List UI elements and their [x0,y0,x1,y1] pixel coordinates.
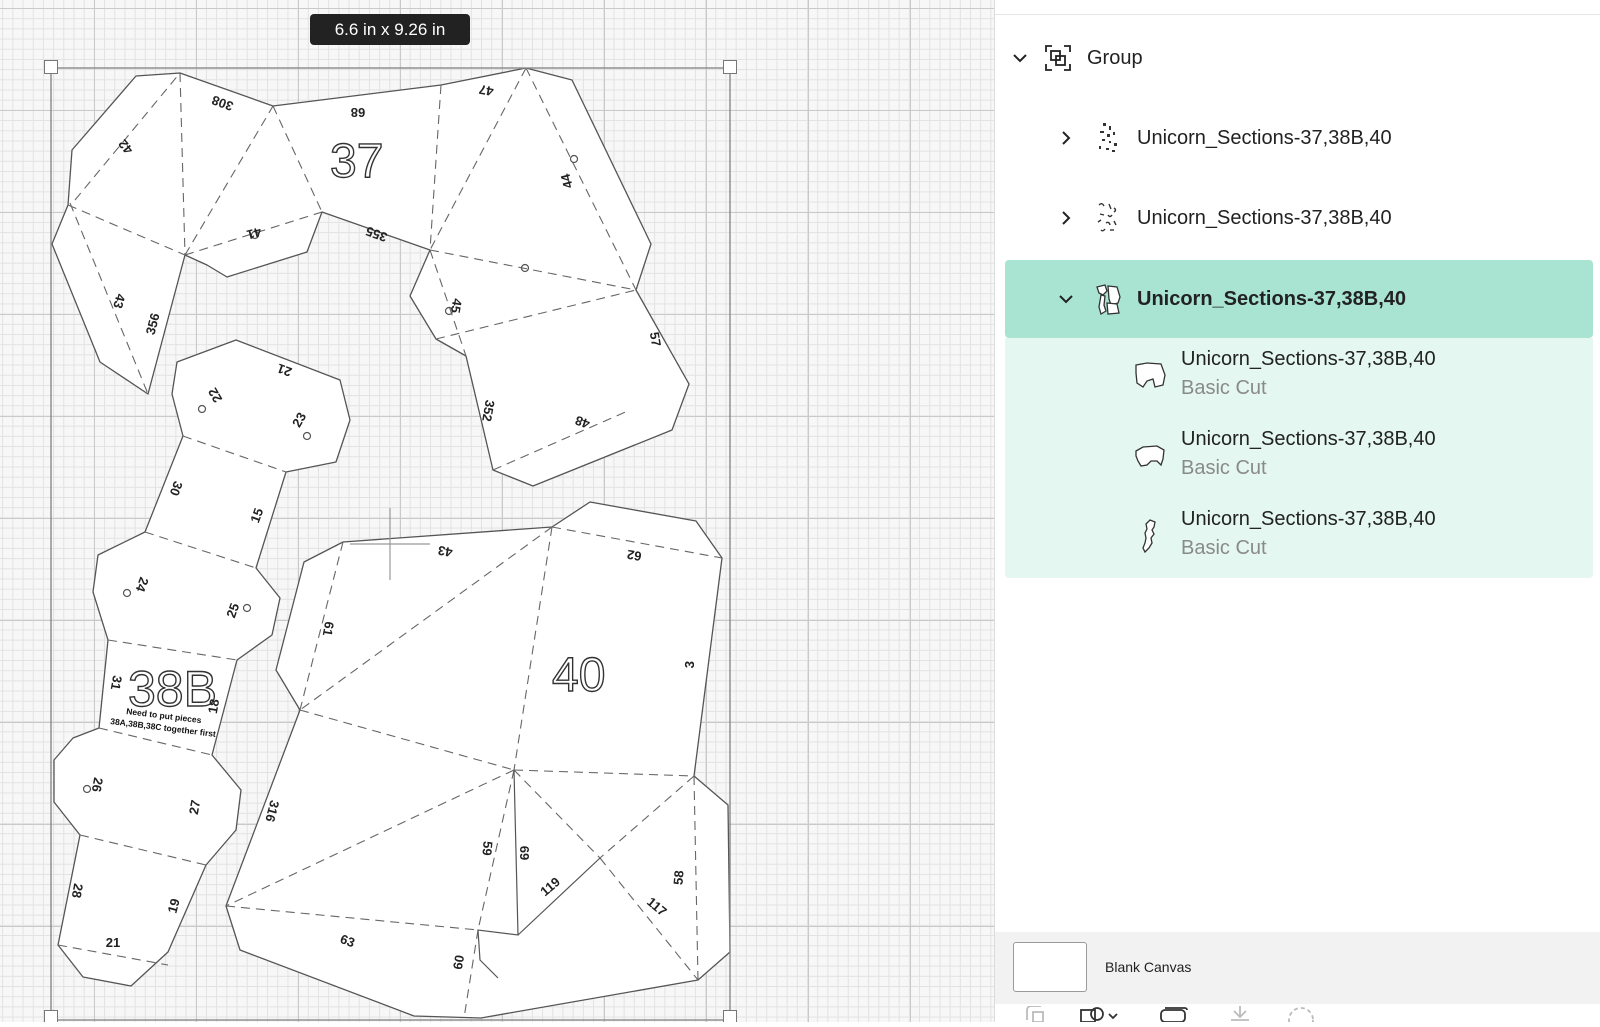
piece-number-37: 37 [330,135,383,188]
piece-38b-outline [53,339,351,987]
edge-label: 18 [205,698,222,715]
resize-handle-bottom-right[interactable] [723,1010,737,1022]
edge-label: 47 [478,82,495,99]
layer-row-selected[interactable]: Unicorn_Sections-37,38B,40 [1005,260,1593,338]
edge-label: 308 [210,92,236,114]
edge-label: 59 [479,841,495,857]
child-layer-row[interactable]: Unicorn_Sections-37,38B,40 Basic Cut [1005,338,1593,418]
edge-label: 41 [245,224,263,242]
edge-label: 31 [108,674,125,691]
selection-bounds [50,67,731,1021]
layer-row[interactable]: Unicorn_Sections-37,38B,40 [995,108,1595,168]
layer-label: Unicorn_Sections-37,38B,40 [1137,126,1392,149]
edge-label: 30 [167,479,186,498]
size-badge: 6.6 in x 9.26 in [310,14,470,45]
piece-number-40: 40 [552,649,605,702]
chevron-right-icon[interactable] [1055,207,1077,229]
resize-handle-top-right[interactable] [723,60,737,74]
edge-label: 48 [573,413,592,432]
child-layer-subtitle: Basic Cut [1181,457,1267,479]
child-layer-row[interactable]: Unicorn_Sections-37,38B,40 Basic Cut [1005,418,1593,498]
edge-label: 3 [682,660,698,669]
scattered-text-icon [1091,198,1125,238]
shape-37-icon [1133,356,1167,396]
edge-label: 356 [143,311,163,336]
piece-number-38b: 38B [128,661,217,717]
child-layer-row[interactable]: Unicorn_Sections-37,38B,40 Basic Cut [1005,498,1593,578]
edge-label: 22 [205,385,225,405]
cut-pattern-artwork[interactable]: 37 38B 40 Need to put pieces 38A,38B,38C… [0,0,994,1022]
dotted-shapes-icon [1091,118,1125,158]
blank-canvas-label: Blank Canvas [1105,959,1192,975]
edge-label: 21 [106,935,120,950]
edge-label: 44 [557,172,575,191]
attach-icon[interactable] [1227,1006,1253,1027]
child-layer-subtitle: Basic Cut [1181,377,1267,399]
edge-label: 63 [338,931,357,950]
edge-label: 352 [479,399,498,423]
edge-label: 25 [223,601,242,620]
unicorn-shapes-icon [1091,279,1125,319]
child-layer-subtitle: Basic Cut [1181,537,1267,559]
child-layer-title: Unicorn_Sections-37,38B,40 [1181,348,1436,370]
piece-37-outline [51,67,690,487]
edge-label: 57 [647,331,664,348]
design-canvas[interactable]: 37 38B 40 Need to put pieces 38A,38B,38C… [0,0,994,1022]
chevron-down-icon[interactable] [1055,288,1077,310]
resize-handle-bottom-left[interactable] [44,1010,58,1022]
edge-label: 24 [132,575,151,594]
chevron-down-icon[interactable] [1009,47,1031,69]
canvas-selector[interactable]: Blank Canvas [995,932,1600,1004]
edge-label: 61 [320,620,337,637]
shape-38b-icon [1133,516,1167,556]
layer-row-group[interactable]: Group [995,36,1595,80]
edge-label: 26 [89,776,106,793]
edge-label: 60 [450,954,467,971]
layer-children: Unicorn_Sections-37,38B,40 Basic Cut Uni… [1005,338,1593,578]
layers-panel: Group Unicorn_Sections-37,38B,40 [994,0,1600,1027]
edge-label: 316 [262,799,282,824]
layer-label: Unicorn_Sections-37,38B,40 [1137,287,1406,310]
duplicate-icon[interactable] [1159,1006,1189,1027]
shape-40-icon [1133,436,1167,476]
edge-label: 28 [69,882,86,899]
combine-icon[interactable] [1079,1006,1123,1027]
edge-label: 355 [364,223,390,245]
resize-handle-top-left[interactable] [44,60,58,74]
edge-label: 15 [247,506,266,525]
edge-label: 23 [289,410,309,430]
child-layer-title: Unicorn_Sections-37,38B,40 [1181,508,1436,530]
edge-label: 62 [626,547,643,564]
edge-label: 43 [110,292,128,310]
layers-toolbar [995,1004,1600,1027]
edge-label: 19 [165,897,183,915]
edge-label: 27 [186,799,203,816]
child-layer-title: Unicorn_Sections-37,38B,40 [1181,428,1436,450]
edge-label: 69 [517,846,532,860]
edge-label: 45 [448,297,465,314]
edge-label: 68 [351,105,365,120]
edge-label: 43 [437,543,454,560]
layer-label: Unicorn_Sections-37,38B,40 [1137,206,1392,229]
contour-icon[interactable] [1287,1006,1315,1027]
edge-label: 21 [275,361,294,380]
edge-label: 58 [670,870,686,886]
group-icon [1041,38,1075,78]
layer-label-group: Group [1087,46,1143,69]
group-action-icon[interactable] [1025,1005,1051,1027]
chevron-right-icon[interactable] [1055,127,1077,149]
layer-row[interactable]: Unicorn_Sections-37,38B,40 [995,188,1595,248]
blank-canvas-thumbnail[interactable] [1013,942,1087,992]
